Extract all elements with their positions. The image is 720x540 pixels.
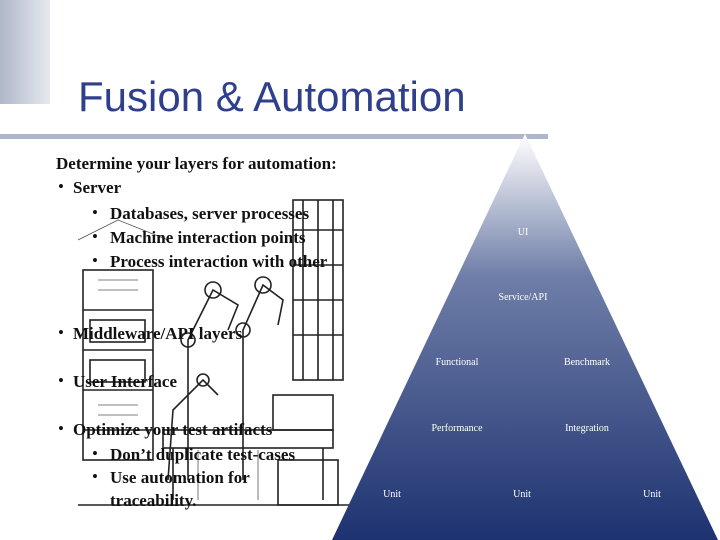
decorative-bar <box>0 0 50 104</box>
pyramid-shape <box>332 134 718 540</box>
bullet-glyph: • <box>92 444 98 463</box>
test-automation-pyramid: UI Service/API Functional Benchmark Perf… <box>332 134 718 540</box>
slide-title: Fusion & Automation <box>78 73 466 120</box>
bullet-glyph: • <box>58 177 64 196</box>
bullet-glyph: • <box>92 203 98 222</box>
pyramid-label-ui: UI <box>518 227 529 238</box>
pyramid-label-functional: Functional <box>436 357 479 368</box>
bullet-traceability-line1: Use automation for <box>110 468 250 487</box>
bullet-server-databases: Databases, server processes <box>110 204 310 223</box>
bullet-user-interface: User Interface <box>73 372 178 391</box>
bullet-glyph: • <box>58 371 64 390</box>
bullet-no-duplicates: Don’t duplicate test-cases <box>110 445 296 464</box>
bullet-traceability-line2: traceability. <box>110 491 197 510</box>
pyramid-label-integration: Integration <box>565 423 609 434</box>
bullet-optimize: Optimize your test artifacts <box>73 420 273 439</box>
bullet-glyph: • <box>92 227 98 246</box>
pyramid-label-unit-center: Unit <box>513 489 531 500</box>
pyramid-label-service-api: Service/API <box>499 292 548 303</box>
intro-text: Determine your layers for automation: <box>56 154 337 173</box>
title-underline <box>0 134 548 139</box>
bullet-server-process: Process interaction with other <box>110 252 328 271</box>
bullet-glyph: • <box>92 467 98 486</box>
pyramid-label-performance: Performance <box>431 423 483 434</box>
pyramid-label-unit-right: Unit <box>643 489 661 500</box>
bullet-middleware: Middleware/API layers <box>73 324 243 343</box>
pyramid-label-unit-left: Unit <box>383 489 401 500</box>
bullet-glyph: • <box>58 323 64 342</box>
bullet-glyph: • <box>92 251 98 270</box>
pyramid-label-benchmark: Benchmark <box>564 357 610 368</box>
bullet-glyph: • <box>58 419 64 438</box>
bullet-server-machine: Machine interaction points <box>110 228 306 247</box>
robot-assembly-illustration <box>78 180 350 520</box>
bullet-server: Server <box>73 178 122 197</box>
